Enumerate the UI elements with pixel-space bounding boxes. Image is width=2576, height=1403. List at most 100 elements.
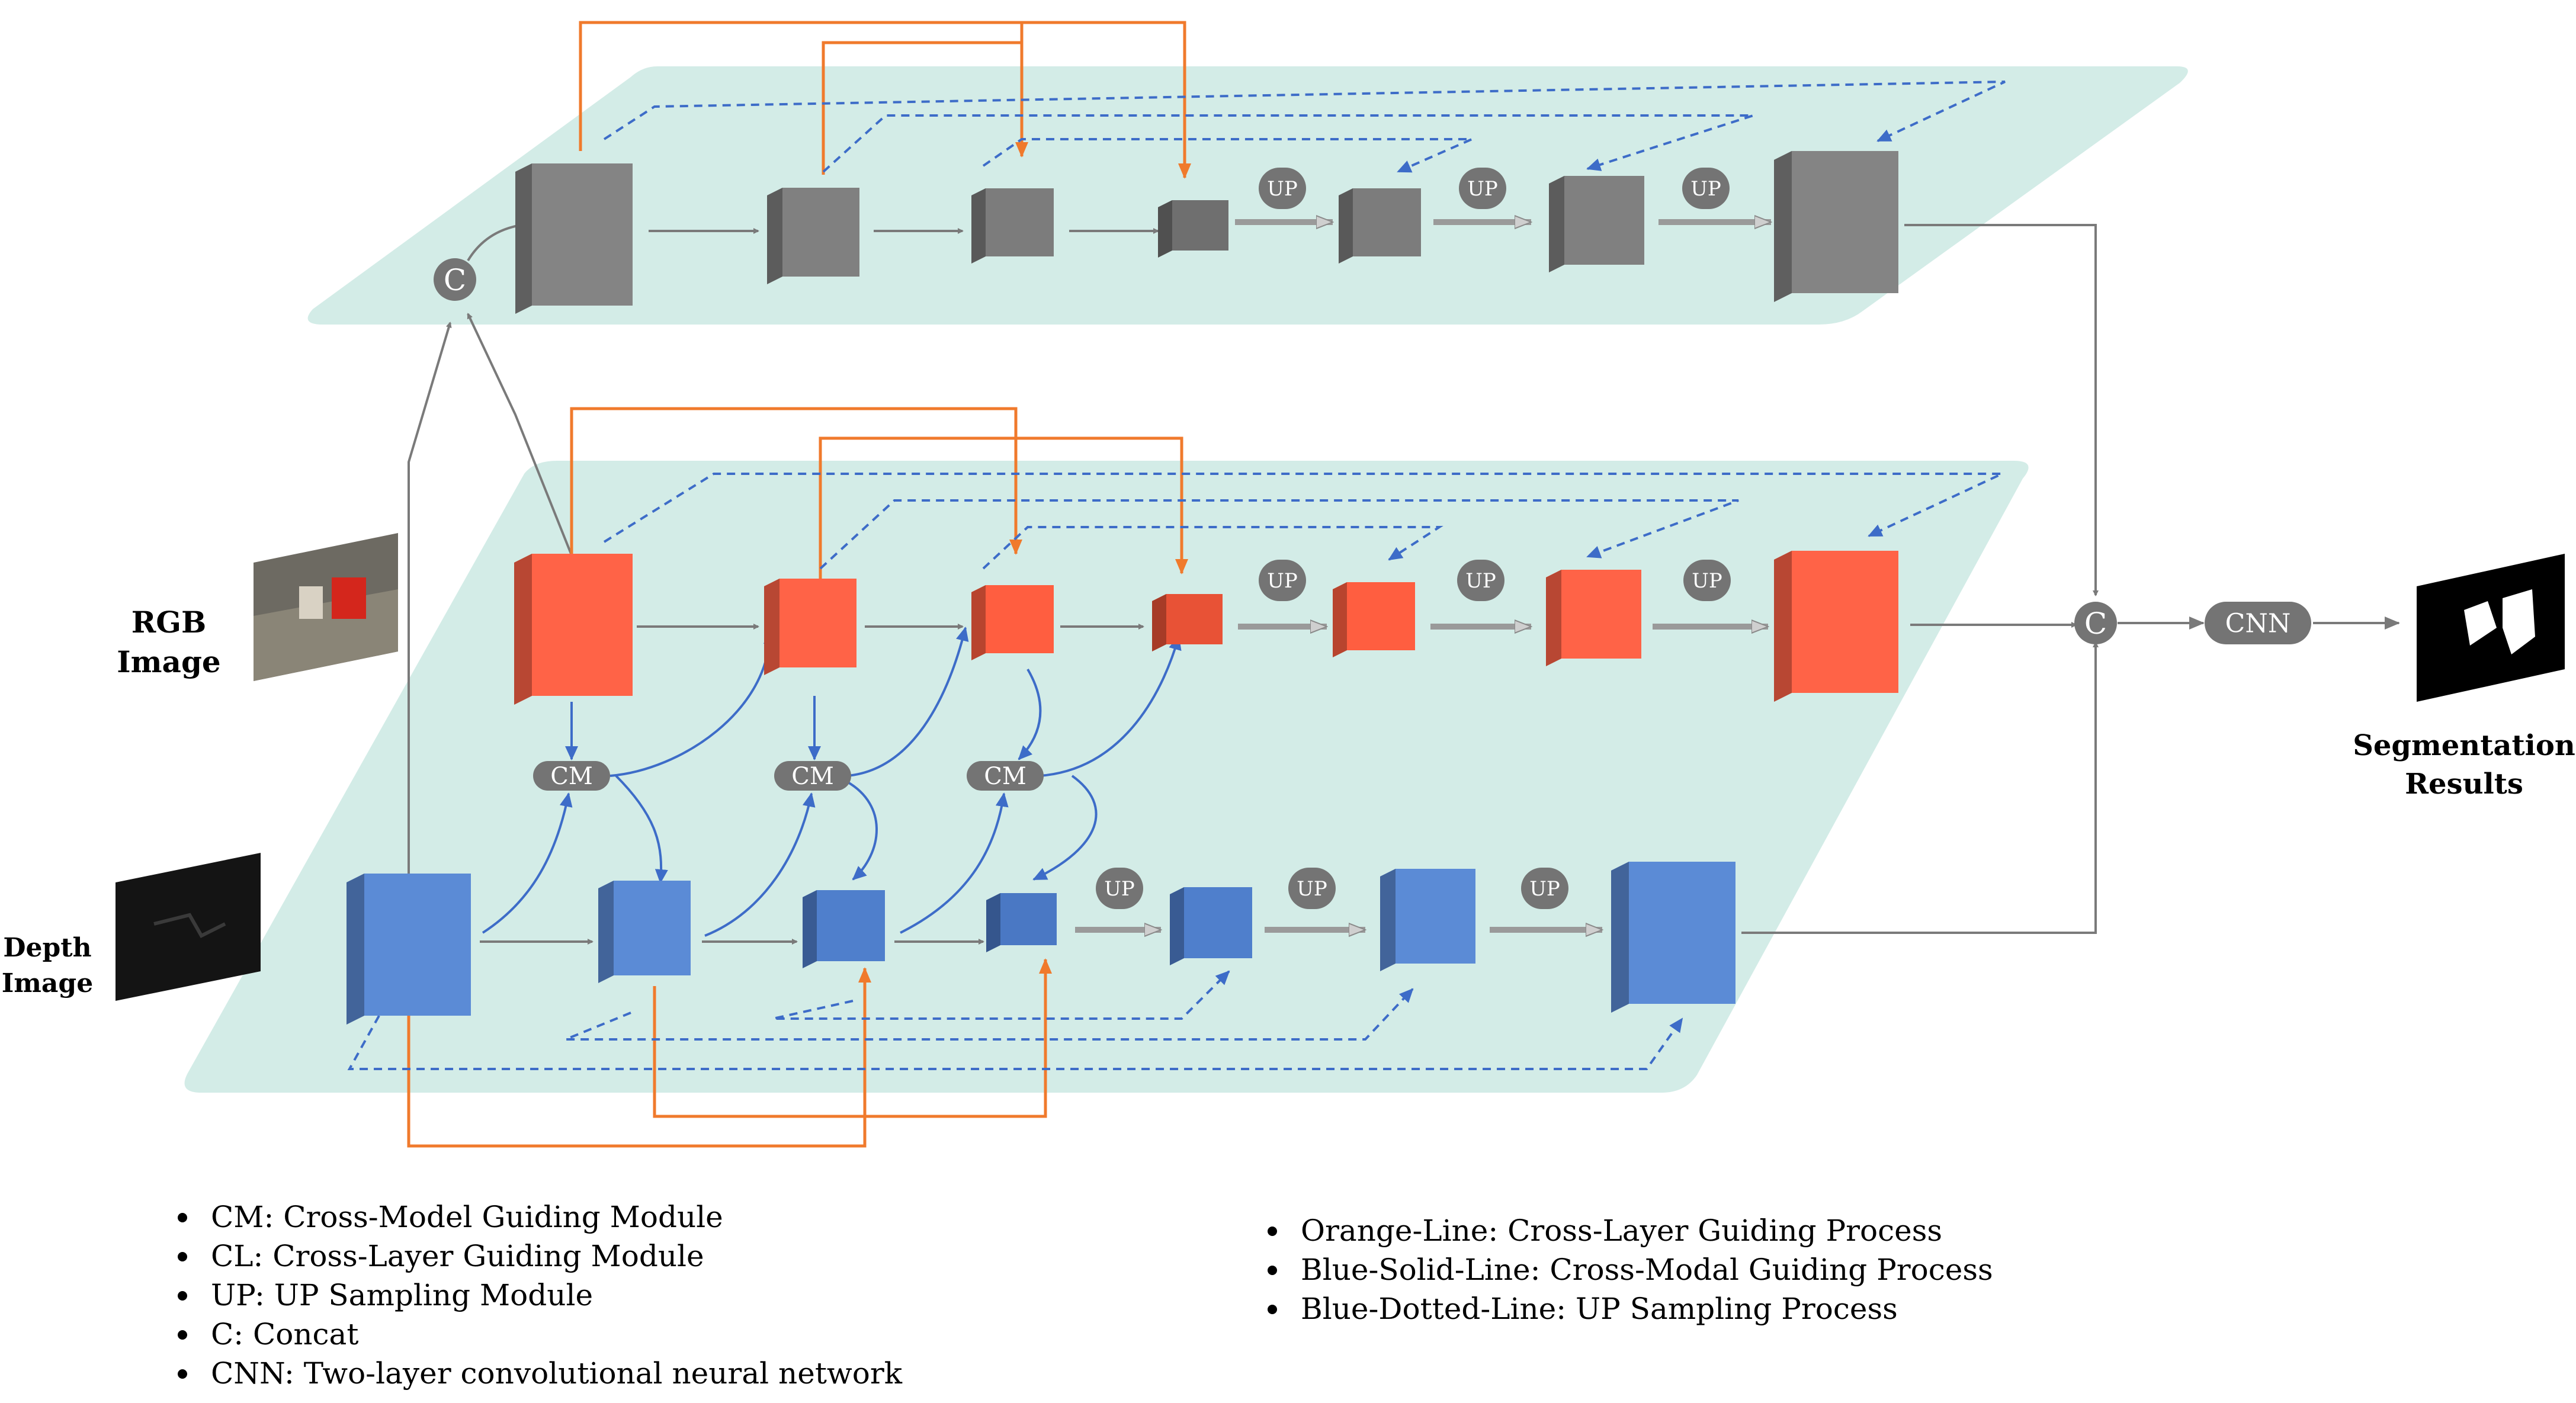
orange-skip-line bbox=[579, 21, 1028, 158]
block-side bbox=[764, 579, 779, 675]
cross-modal-line bbox=[846, 627, 969, 777]
block-side bbox=[515, 163, 532, 314]
blue-feature-block bbox=[347, 874, 471, 1025]
cross-modal-line bbox=[482, 792, 573, 934]
legend-item: C: Concat bbox=[178, 1315, 902, 1354]
dotted-up-line bbox=[603, 81, 2006, 142]
block-face bbox=[1396, 869, 1475, 964]
cross-modal-line bbox=[1018, 668, 1042, 760]
cross-modal-line bbox=[900, 792, 1009, 934]
orange-skip-line bbox=[865, 958, 1052, 1118]
orange-skip-line bbox=[570, 407, 1022, 555]
blue-feature-block bbox=[986, 893, 1057, 952]
block-face bbox=[986, 585, 1054, 653]
cm-module-shape bbox=[967, 761, 1044, 791]
up-module-label: UP bbox=[1692, 569, 1722, 593]
up-module-label: UP bbox=[1267, 177, 1298, 201]
block-face bbox=[364, 874, 471, 1016]
cnn-module-label: CNN bbox=[2225, 608, 2291, 638]
concat-node-label: C bbox=[444, 263, 466, 297]
red-feature-block bbox=[1333, 582, 1415, 657]
segmentation-label: Segmentation bbox=[2353, 729, 2575, 762]
block-face bbox=[817, 890, 885, 961]
block-side bbox=[971, 188, 986, 264]
block-side bbox=[986, 893, 1000, 952]
block-face bbox=[532, 163, 633, 306]
up-module: UP bbox=[1288, 868, 1336, 909]
flow-arrow bbox=[467, 313, 575, 560]
block-side bbox=[1611, 862, 1629, 1013]
block-face bbox=[532, 554, 633, 696]
block-face bbox=[782, 188, 859, 277]
block-side bbox=[1380, 869, 1396, 971]
cross-modal-line bbox=[704, 792, 816, 937]
rgb-label: RGB bbox=[131, 605, 207, 640]
block-face bbox=[1347, 582, 1415, 650]
dotted-up-line bbox=[603, 473, 2003, 543]
up-module: UP bbox=[1683, 560, 1731, 601]
dotted-up-line bbox=[565, 988, 1414, 1041]
flow-arrow bbox=[1904, 224, 2099, 596]
up-module-label: UP bbox=[1467, 177, 1498, 201]
legend-item: UP: UP Sampling Module bbox=[178, 1276, 902, 1315]
blue-feature-block bbox=[1170, 887, 1252, 965]
gray-feature-block bbox=[1339, 188, 1421, 264]
block-side bbox=[767, 188, 782, 284]
dotted-up-line bbox=[347, 1015, 1683, 1070]
up-module-shape bbox=[1259, 168, 1306, 209]
block-side bbox=[1549, 176, 1564, 272]
up-module: UP bbox=[1457, 560, 1504, 601]
orange-skip-line bbox=[822, 41, 1022, 175]
flow-arrow bbox=[467, 223, 522, 262]
cm-module-label: CM bbox=[791, 763, 834, 790]
dotted-up-line bbox=[772, 970, 1230, 1020]
red-feature-block bbox=[1546, 570, 1641, 666]
legend-item: CNN: Two-layer convolutional neural netw… bbox=[178, 1354, 902, 1393]
block-face bbox=[1561, 570, 1641, 659]
up-module-shape bbox=[1457, 560, 1504, 601]
cm-module-shape bbox=[533, 761, 610, 791]
depth-image-frame bbox=[116, 853, 261, 1001]
block-side bbox=[1774, 151, 1792, 302]
cross-modal-line bbox=[1032, 775, 1098, 881]
cm-module-shape bbox=[774, 761, 851, 791]
block-side bbox=[971, 585, 986, 660]
segmentation-output-image bbox=[2417, 554, 2565, 702]
rgb-image-object bbox=[332, 577, 366, 619]
block-side bbox=[1170, 887, 1184, 965]
dotted-up-line bbox=[822, 114, 1754, 173]
cross-modal-line bbox=[846, 781, 878, 881]
legend-item: Blue-Solid-Line: Cross-Modal Guiding Pro… bbox=[1268, 1250, 1993, 1289]
concat-node-shape bbox=[2074, 602, 2117, 644]
up-module: UP bbox=[1259, 560, 1306, 601]
up-module-label: UP bbox=[1465, 569, 1496, 593]
block-face bbox=[779, 579, 856, 667]
orange-skip-line bbox=[407, 967, 871, 1148]
red-feature-block bbox=[514, 554, 633, 705]
blue-feature-block bbox=[1380, 869, 1475, 971]
block-face bbox=[1166, 594, 1223, 644]
block-face bbox=[1184, 887, 1252, 958]
gray-feature-block bbox=[971, 188, 1054, 264]
block-face bbox=[1792, 151, 1898, 293]
gray-feature-block bbox=[767, 188, 859, 284]
segmentation-mask bbox=[2464, 601, 2497, 646]
legend-item: Orange-Line: Cross-Layer Guiding Process bbox=[1268, 1211, 1993, 1250]
block-side bbox=[1774, 551, 1792, 702]
gray-feature-block bbox=[1549, 176, 1644, 272]
up-module-shape bbox=[1682, 168, 1730, 209]
block-face bbox=[614, 881, 691, 975]
legend-lines: Orange-Line: Cross-Layer Guiding Process… bbox=[1268, 1211, 1993, 1328]
cross-modal-line bbox=[1039, 635, 1182, 777]
up-module-shape bbox=[1259, 560, 1306, 601]
up-module-shape bbox=[1459, 168, 1506, 209]
cm-module-label: CM bbox=[550, 763, 593, 790]
concat-node: C bbox=[434, 258, 476, 301]
up-module-shape bbox=[1288, 868, 1336, 909]
up-module-label: UP bbox=[1529, 877, 1560, 901]
legend-item: CM: Cross-Model Guiding Module bbox=[178, 1197, 902, 1237]
segmentation-label: Results bbox=[2405, 768, 2523, 801]
depth-label: Depth bbox=[3, 933, 91, 963]
block-face bbox=[1792, 551, 1898, 693]
